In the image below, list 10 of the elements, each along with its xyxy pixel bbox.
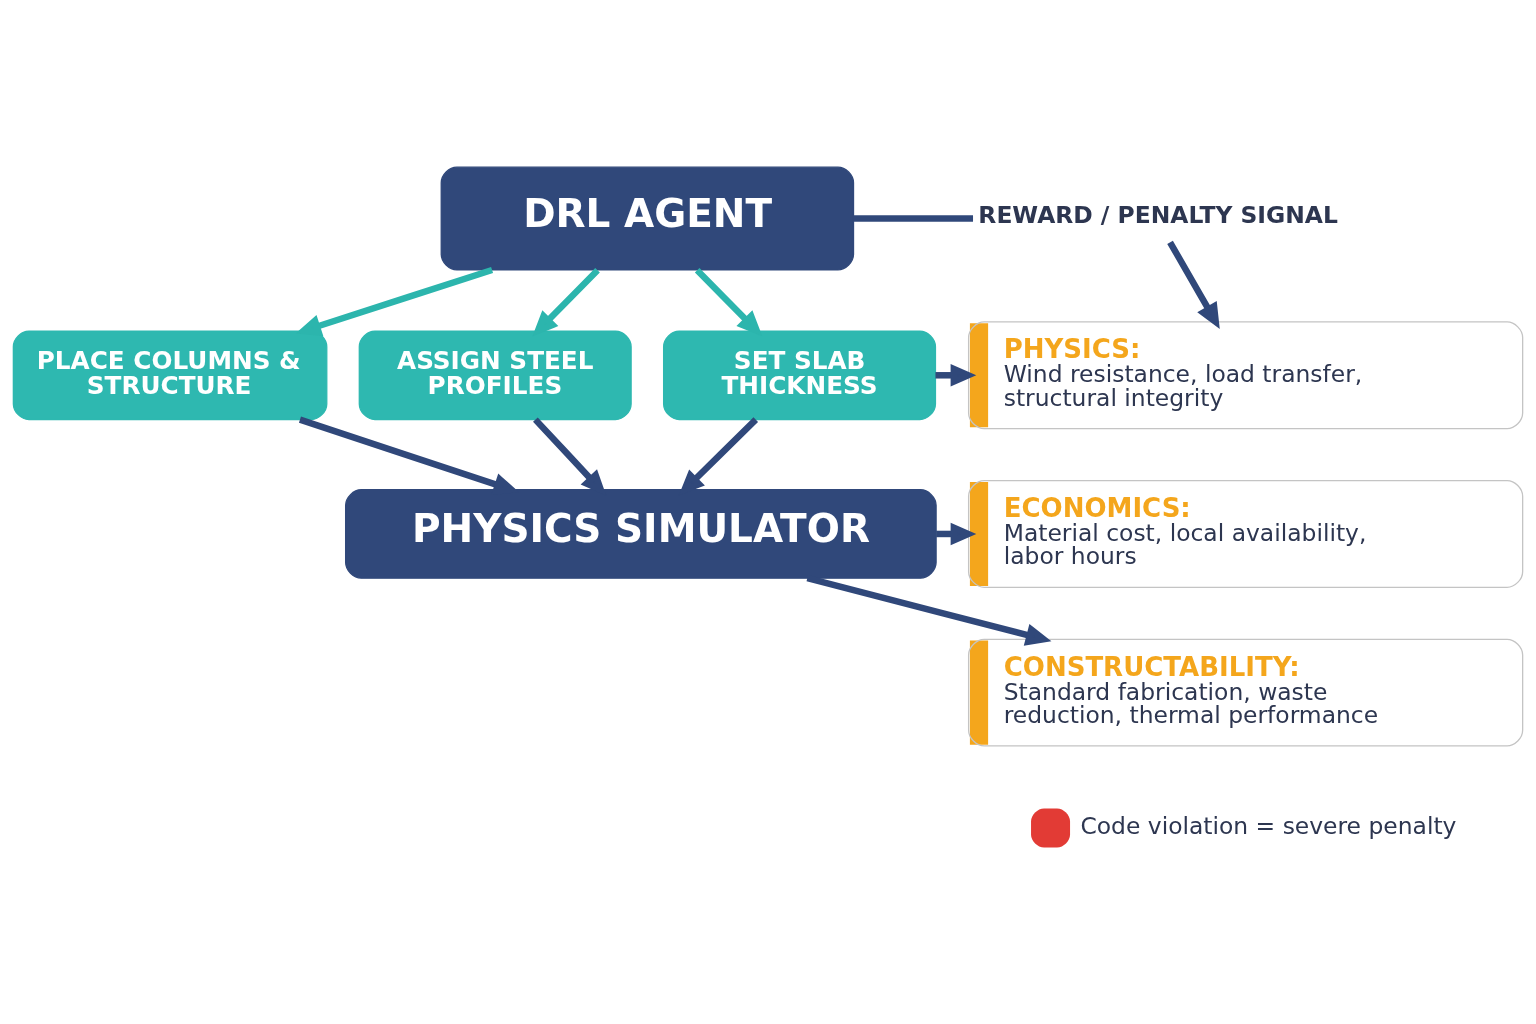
node-box: PLACE COLUMNS & STRUCTURE [12, 329, 328, 420]
node-box: SET SLAB THICKNESS [663, 329, 937, 420]
arrow [1167, 240, 1220, 329]
arrow [935, 363, 977, 386]
node-box: PHYSICS SIMULATOR [345, 488, 937, 579]
node-text: REWARD / PENALTY SIGNAL [978, 200, 1338, 229]
arrow [295, 266, 494, 336]
label: Code violation = severe penalty [1080, 811, 1457, 840]
node-box: ASSIGN STEEL PROFILES [358, 329, 632, 420]
node-box: DRL AGENT [440, 166, 855, 271]
